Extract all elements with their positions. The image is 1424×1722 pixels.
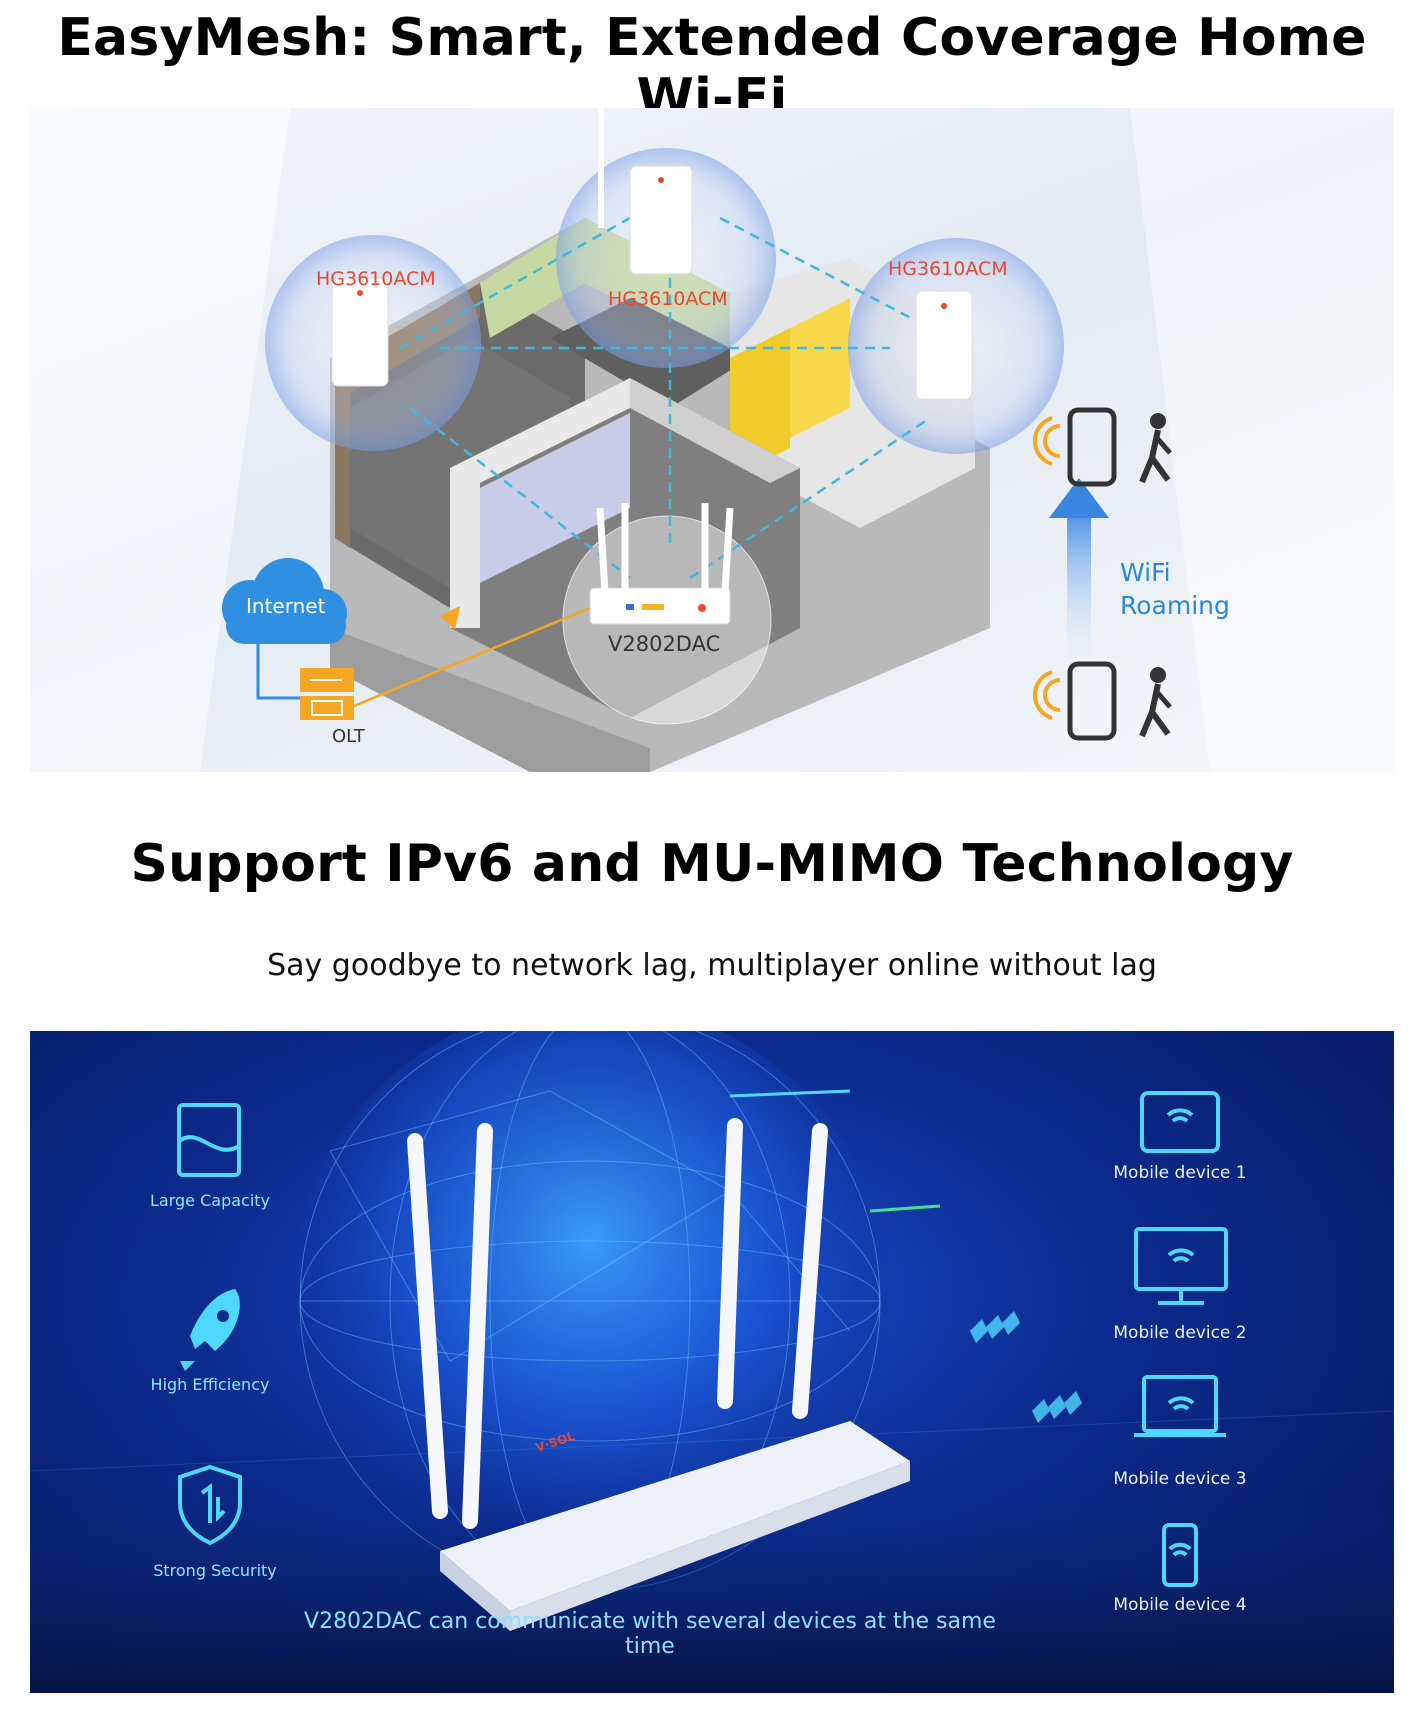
easymesh-illustration: HG3610ACM HG3610ACM HG3610ACM V2802DAC I… bbox=[30, 108, 1394, 772]
rocket-icon bbox=[180, 1289, 240, 1371]
smartphone-icon bbox=[1162, 1523, 1198, 1587]
wifi-roaming-line1: WiFi bbox=[1120, 558, 1171, 587]
mimo-caption: V2802DAC can communicate with several de… bbox=[304, 1609, 996, 1659]
large-capacity-icon bbox=[177, 1103, 241, 1177]
section-title-mu-mimo: Support IPv6 and MU-MIMO Technology bbox=[130, 834, 1294, 894]
feature-large-capacity: Large Capacity bbox=[149, 1191, 271, 1210]
mesh-node-left-label: HG3610ACM bbox=[316, 268, 436, 290]
tablet-icon bbox=[1140, 1091, 1220, 1153]
olt-label: OLT bbox=[332, 726, 365, 747]
mesh-node-center-label: HG3610ACM bbox=[608, 288, 728, 310]
wifi-roaming-label: WiFi Roaming bbox=[1120, 556, 1230, 622]
wifi-roaming-line2: Roaming bbox=[1120, 591, 1230, 620]
internet-label: Internet bbox=[246, 594, 326, 618]
section-title-easymesh: EasyMesh: Smart, Extended Coverage Home … bbox=[57, 8, 1367, 128]
feature-strong-security: Strong Security bbox=[153, 1561, 277, 1580]
floorplan-drawing bbox=[30, 108, 1394, 772]
walking-person-bottom-icon bbox=[1139, 667, 1172, 738]
device-label-4: Mobile device 4 bbox=[1113, 1595, 1247, 1615]
phone-bottom-icon bbox=[1032, 661, 1117, 741]
mimo-drawing bbox=[30, 1031, 1394, 1693]
device-label-3: Mobile device 3 bbox=[1113, 1469, 1247, 1489]
mesh-node-right-label: HG3610ACM bbox=[888, 258, 1008, 280]
laptop-icon bbox=[1134, 1375, 1226, 1437]
phone-top-icon bbox=[1032, 407, 1117, 487]
mu-mimo-illustration: Large Capacity High Efficiency Strong Se… bbox=[30, 1031, 1394, 1693]
feature-high-efficiency: High Efficiency bbox=[150, 1375, 270, 1394]
router-label: V2802DAC bbox=[608, 632, 721, 656]
walking-person-top-icon bbox=[1139, 413, 1172, 484]
device-label-1: Mobile device 1 bbox=[1113, 1163, 1247, 1183]
shield-icon bbox=[178, 1464, 242, 1546]
monitor-icon bbox=[1134, 1227, 1228, 1305]
signal-waves-icon bbox=[970, 1311, 1082, 1423]
section-subtitle: Say goodbye to network lag, multiplayer … bbox=[267, 948, 1157, 983]
device-label-2: Mobile device 2 bbox=[1113, 1323, 1247, 1343]
